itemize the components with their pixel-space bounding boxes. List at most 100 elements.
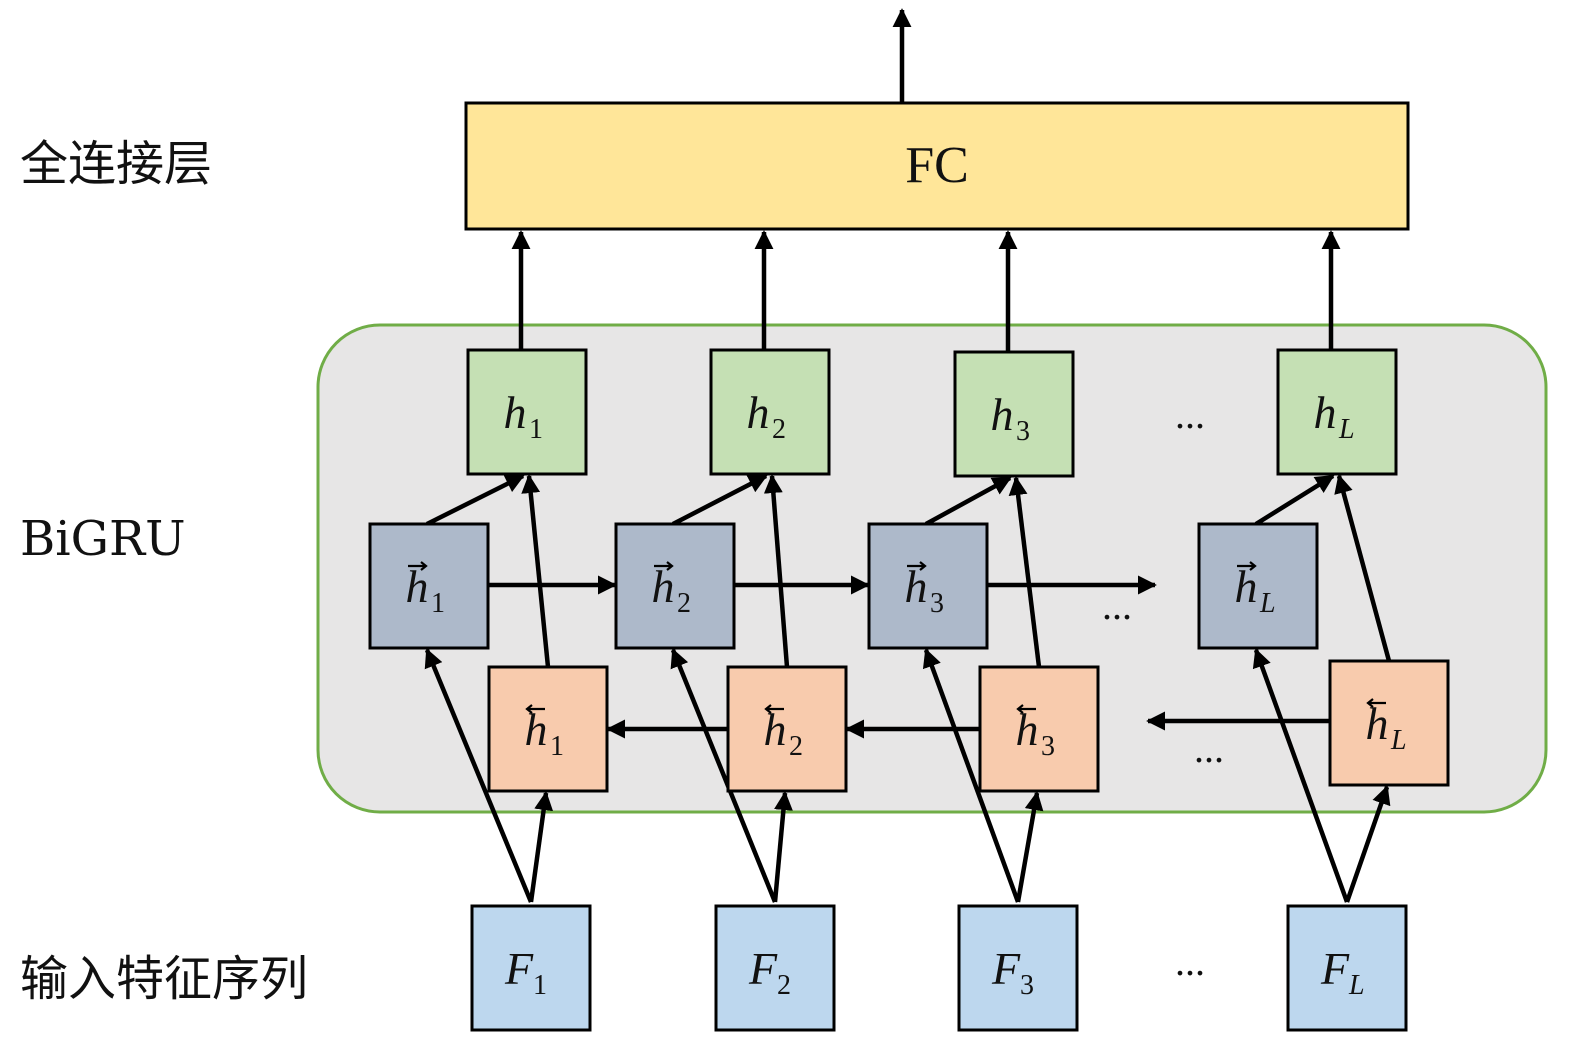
forward-cell-symbol: h bbox=[1235, 561, 1258, 612]
forward-to-output-arrow bbox=[1254, 474, 1335, 526]
left-vector-icon bbox=[1016, 704, 1036, 714]
input-cell-box bbox=[714, 904, 836, 1032]
input-cell-subscript: 3 bbox=[1020, 970, 1034, 1001]
input-to-backward-arrow bbox=[528, 791, 554, 903]
output-cell-symbol: h bbox=[1314, 387, 1337, 438]
forward-cell-box bbox=[368, 522, 490, 650]
input-cell-symbol: F bbox=[748, 943, 778, 994]
output-cell-symbol: h bbox=[747, 387, 770, 438]
input-cell-subscript: L bbox=[1348, 970, 1365, 1001]
output-cell-box bbox=[709, 348, 831, 476]
ellipsis-layer: ............ bbox=[1102, 392, 1224, 984]
fc-label: FC bbox=[905, 137, 969, 194]
backward-cell-symbol: h bbox=[1366, 698, 1389, 749]
input-cell-box bbox=[1286, 904, 1408, 1032]
forward-cell-symbol: h bbox=[905, 561, 928, 612]
left-vector-icon bbox=[1366, 698, 1386, 708]
forward-cell-symbol: h bbox=[406, 561, 429, 612]
input-to-backward-arrow bbox=[1015, 791, 1044, 903]
backward-to-output-arrow bbox=[1008, 476, 1042, 668]
backward-cell-symbol: h bbox=[1016, 704, 1039, 755]
backward-cell-box bbox=[978, 665, 1100, 793]
backward-cell-symbol: h bbox=[764, 704, 787, 755]
backward-to-output-arrow bbox=[521, 474, 551, 668]
right-vector-icon bbox=[907, 561, 927, 571]
output-cell-box bbox=[1276, 348, 1398, 476]
right-vector-icon bbox=[1237, 561, 1257, 571]
backward-cell-subscript: 3 bbox=[1041, 731, 1055, 762]
forward-to-output-arrow bbox=[425, 473, 525, 527]
bigru-label: BiGRU bbox=[20, 511, 186, 567]
ellipsis: ... bbox=[1175, 939, 1205, 984]
forward-cell-box bbox=[867, 522, 989, 650]
input-cell-subscript: 2 bbox=[777, 970, 791, 1001]
ellipsis: ... bbox=[1102, 583, 1132, 628]
input-to-forward-arrow bbox=[922, 648, 1021, 903]
left-vector-icon bbox=[764, 704, 784, 714]
input-cell-subscript: 1 bbox=[533, 970, 547, 1001]
input-cell-symbol: F bbox=[991, 943, 1021, 994]
output-cell-box bbox=[953, 350, 1075, 478]
backward-cell-subscript: 1 bbox=[550, 731, 564, 762]
output-cell-subscript: 1 bbox=[529, 414, 543, 445]
fc-layer-label: 全连接层 bbox=[20, 136, 212, 192]
forward-cell-subscript: 2 bbox=[677, 588, 691, 619]
input-sequence-label: 输入特征序列 bbox=[20, 951, 308, 1007]
ellipsis: ... bbox=[1194, 726, 1224, 771]
output-cell-subscript: 3 bbox=[1016, 416, 1030, 447]
right-vector-icon bbox=[408, 561, 428, 571]
input-to-backward-arrow bbox=[772, 791, 793, 903]
input-to-backward-arrow bbox=[1344, 785, 1391, 903]
output-cell-subscript: L bbox=[1338, 414, 1355, 445]
forward-cell-subscript: L bbox=[1259, 588, 1276, 619]
forward-cell-subscript: 3 bbox=[930, 588, 944, 619]
left-vector-icon bbox=[525, 704, 545, 714]
backward-cell-box bbox=[1328, 659, 1450, 787]
backward-cell-subscript: L bbox=[1390, 725, 1407, 756]
input-cell-symbol: F bbox=[504, 943, 534, 994]
backward-to-output-arrow bbox=[763, 474, 790, 668]
fc-box bbox=[464, 101, 1410, 231]
ellipsis: ... bbox=[1175, 392, 1205, 437]
output-cell-symbol: h bbox=[991, 389, 1014, 440]
input-cell-box bbox=[470, 904, 592, 1032]
backward-to-output-arrow bbox=[1334, 474, 1392, 662]
forward-to-output-arrow bbox=[671, 474, 768, 526]
input-to-forward-arrow bbox=[670, 648, 778, 903]
output-cell-symbol: h bbox=[504, 387, 527, 438]
input-cell-box bbox=[957, 904, 1079, 1032]
input-to-forward-arrow bbox=[1252, 648, 1350, 903]
forward-cell-symbol: h bbox=[652, 561, 675, 612]
output-cell-subscript: 2 bbox=[772, 414, 786, 445]
forward-cell-box bbox=[1197, 522, 1319, 650]
forward-cell-subscript: 1 bbox=[431, 588, 445, 619]
input-to-forward-arrow bbox=[424, 648, 534, 903]
backward-cell-box bbox=[487, 665, 609, 793]
input-cell-symbol: F bbox=[1320, 943, 1350, 994]
edges-layer bbox=[424, 8, 1392, 903]
backward-cell-subscript: 2 bbox=[789, 731, 803, 762]
backward-cell-symbol: h bbox=[525, 704, 548, 755]
forward-cell-box bbox=[614, 522, 736, 650]
backward-cell-box bbox=[726, 665, 848, 793]
right-vector-icon bbox=[654, 561, 674, 571]
output-cell-box bbox=[466, 348, 588, 476]
